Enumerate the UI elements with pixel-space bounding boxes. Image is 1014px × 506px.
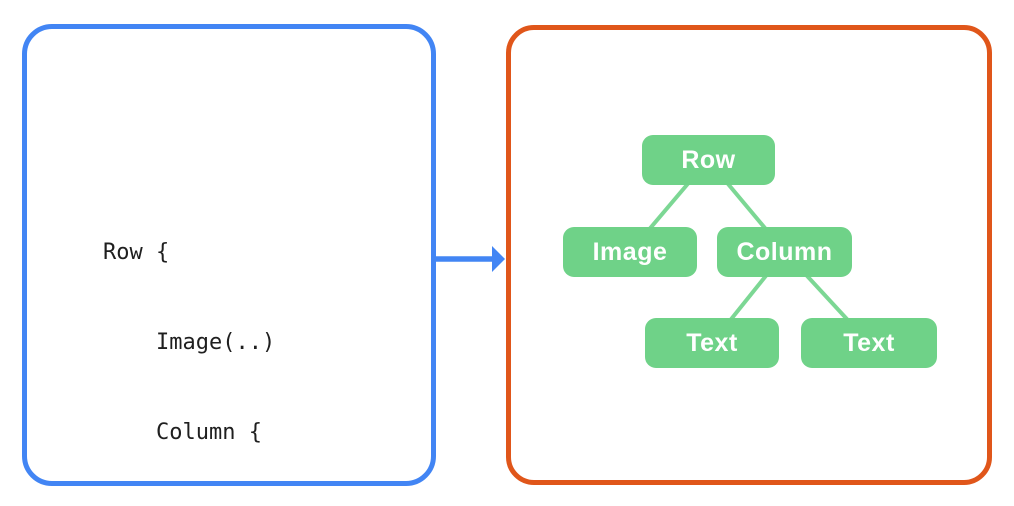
code-line: Column {	[103, 420, 262, 445]
tree-node-column: Column	[717, 227, 852, 277]
tree-node-text-2: Text	[801, 318, 937, 368]
tree-node-image: Image	[563, 227, 697, 277]
code-block: Row { Image(..) Column { Text(..) Text(.…	[103, 178, 315, 506]
flow-arrow-head	[492, 246, 505, 272]
code-line: Image(..)	[103, 330, 276, 355]
tree-node-text-1: Text	[645, 318, 779, 368]
code-panel	[22, 24, 436, 486]
tree-node-row: Row	[642, 135, 775, 185]
flow-arrow-icon	[433, 246, 505, 272]
code-line: Row {	[103, 240, 170, 265]
